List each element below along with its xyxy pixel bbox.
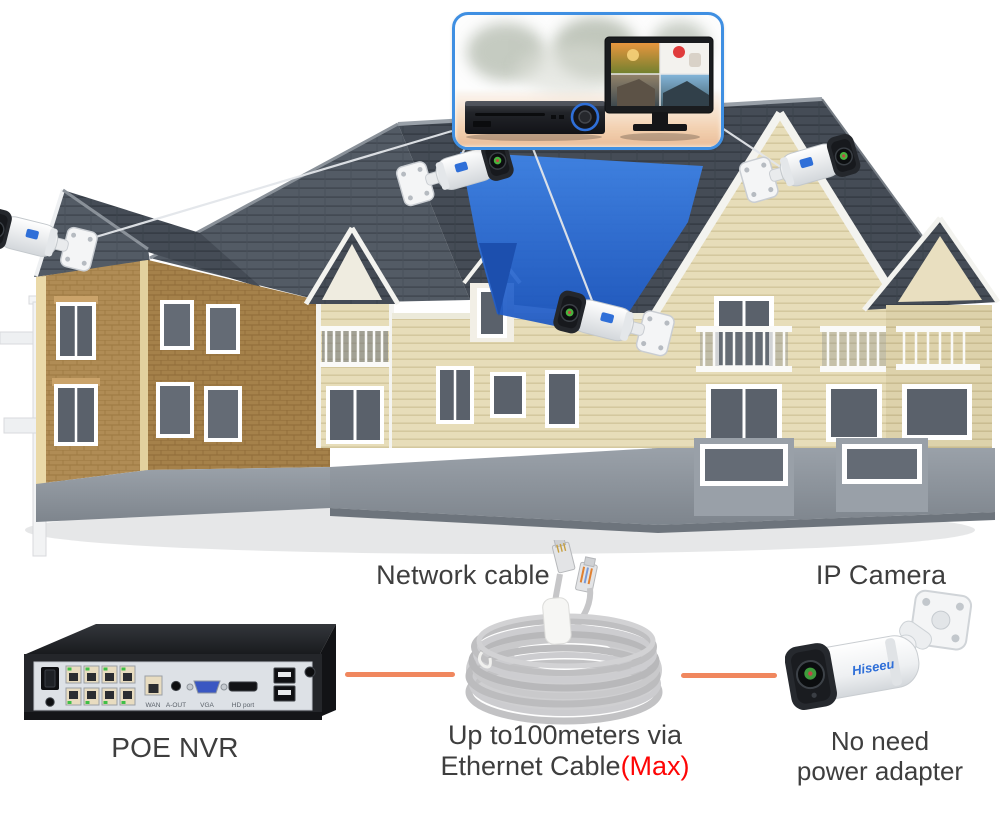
nvr-side-face: [320, 624, 336, 716]
power-note: No need power adapter: [780, 726, 980, 786]
max-note: (Max): [620, 751, 690, 781]
ip-camera-image: Hiseeu: [785, 589, 973, 710]
coverage-beam: [460, 152, 703, 338]
nvr-top-face: [26, 624, 336, 654]
hdmi-label: HD port: [232, 702, 255, 709]
wan-label: WAN: [146, 702, 161, 709]
left-brick-house: [34, 188, 330, 522]
connector-line-right: [681, 673, 777, 678]
right-gable: [648, 110, 912, 468]
audio-out-label: A-OUT: [166, 702, 186, 709]
window: [436, 366, 579, 428]
cable-wrap-band: [542, 597, 572, 645]
power-note-line2: power adapter: [796, 756, 964, 786]
network-cable-image: [465, 540, 663, 725]
nvr-monitor-preview-card: [452, 12, 724, 150]
cable-note-line2: Ethernet Cable(Max): [440, 751, 690, 781]
cable-note-line1: Up to100meters via: [447, 720, 683, 750]
vga-port: VGA: [186, 680, 228, 709]
wan-port: WAN: [144, 675, 163, 709]
porch-gable: [303, 226, 401, 448]
poe-nvr-label: POE NVR: [111, 732, 239, 763]
usb-ports: [273, 667, 296, 702]
ip-camera-label: IP Camera: [815, 560, 947, 590]
stone-base-left: [36, 467, 330, 522]
monitor-thumb: [604, 36, 714, 141]
vga-label: VGA: [200, 702, 214, 709]
connector-line-left: [345, 672, 455, 677]
right-small-gable: [862, 216, 1000, 448]
audio-out-jack: A-OUT: [166, 680, 186, 709]
power-note-line1: No need: [830, 726, 930, 756]
house-illustration: [0, 97, 1000, 557]
window: [52, 296, 100, 446]
dc-jack: [45, 697, 55, 707]
network-cable-label: Network cable: [376, 560, 550, 590]
cable-length-note: Up to100meters via Ethernet Cable(Max): [420, 720, 710, 782]
cable-run-lines: [61, 127, 789, 317]
hdmi-port: HD port: [228, 681, 258, 709]
camera-body: Hiseeu: [785, 635, 920, 710]
window: [156, 300, 242, 442]
nvr-device-thumb: [465, 101, 605, 141]
rj45-plug-icon: [551, 540, 598, 594]
poe-nvr-image: WAN A-OUT VGA HD port: [24, 624, 336, 720]
brand-logo: Hiseeu: [851, 656, 896, 678]
poe-lan-ports: [65, 665, 136, 706]
power-switch: [41, 667, 59, 690]
ground-screw: [304, 666, 316, 678]
stone-base: [330, 438, 995, 533]
